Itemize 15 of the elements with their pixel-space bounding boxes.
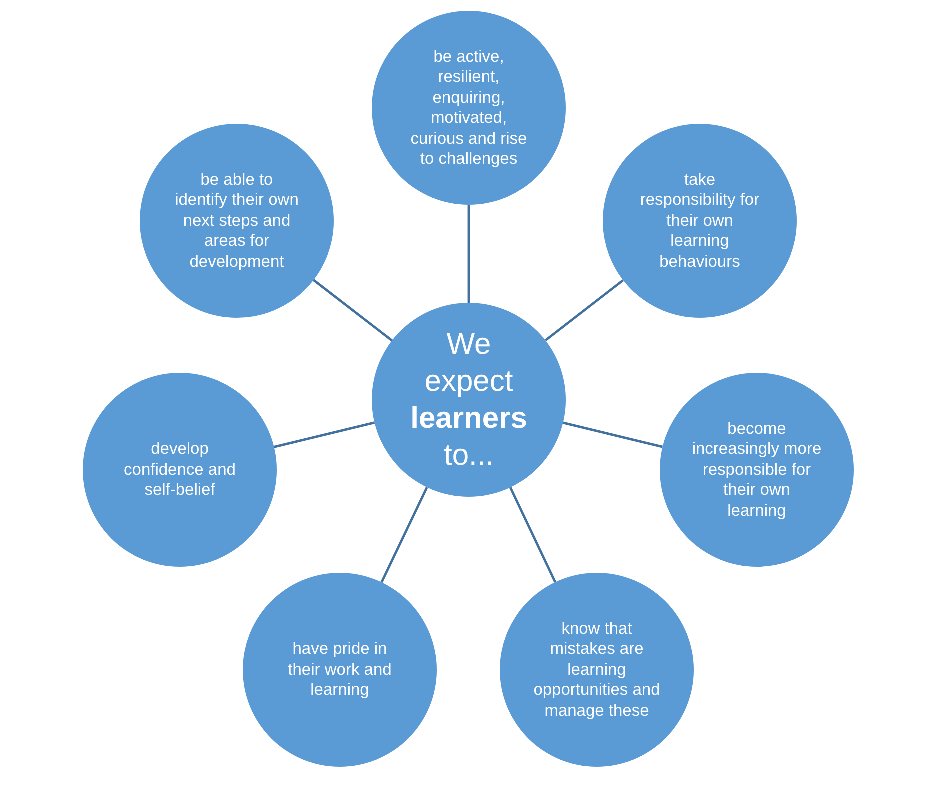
statement-text: take responsibility for their own learning behaviours bbox=[639, 170, 761, 272]
statement-text: develop confidence and self-belief bbox=[123, 439, 237, 501]
connector-line bbox=[509, 487, 557, 583]
statement-text: be active, resilient, enquiring, motivated, curious and rise to challenges bbox=[410, 46, 528, 170]
connector-line bbox=[562, 422, 664, 448]
hub-heading: We expect learners to... bbox=[410, 327, 528, 474]
connector-line bbox=[313, 279, 393, 342]
statement-text: know that mistakes are learning opportunities and manage these bbox=[532, 618, 662, 722]
connector-line bbox=[468, 205, 470, 303]
statement-text: have pride in their work and learning bbox=[287, 639, 393, 701]
connector-line bbox=[274, 422, 375, 448]
connector-line bbox=[544, 279, 624, 342]
statement-text: become increasingly more responsible for their own learning bbox=[692, 418, 822, 522]
statement-text: be able to identify their own next steps and areas for development bbox=[174, 170, 300, 272]
connector-line bbox=[380, 487, 428, 583]
